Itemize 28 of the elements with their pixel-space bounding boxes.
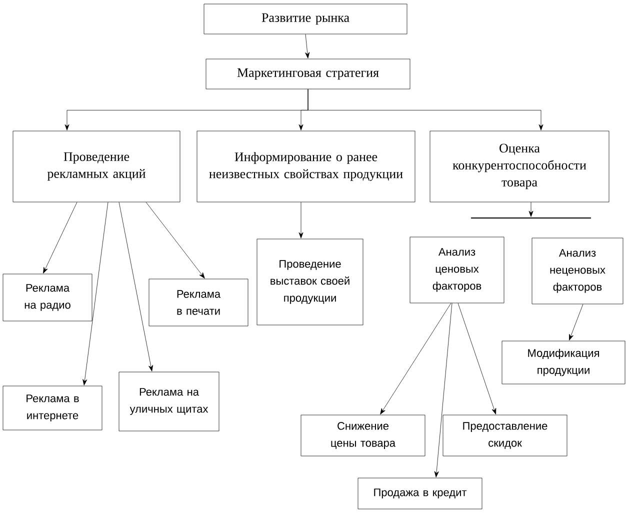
arrow [528,202,534,217]
arrow [380,303,452,414]
process-box: Предоставление скидок [442,414,568,456]
process-box: Снижение цены товара [300,414,426,456]
arrow [308,89,544,130]
arrow [146,202,205,279]
arrow [458,303,496,414]
process-box: Проведение рекламных акций [12,130,180,202]
arrow [434,303,452,478]
process-box: Реклама на уличных щитах [118,372,220,432]
process-box: Анализ ценовых факторов [410,236,504,304]
process-box: Маркетинговая стратегия [206,58,410,90]
process-box: Продажа в кредит [358,478,482,510]
arrow [569,304,584,340]
process-box: Проведение выставок своей продукции [256,238,364,326]
arrow [305,34,310,58]
arrow [118,202,154,372]
process-box: Развитие рынка [204,4,408,34]
process-box: Реклама на радио [2,274,92,322]
process-box: Информирование о ранее неизвестных свойствах продукции [196,130,416,202]
process-box: Анализ неценовых факторов [532,238,624,304]
process-box: Модификация продукции [502,340,626,384]
process-box: Реклама в печати [148,278,248,326]
process-box: Реклама в интернете [2,386,102,430]
process-box: Оценка конкурентоспособности товара [430,130,610,202]
arrow [43,202,78,274]
arrow [298,202,304,238]
arrow [82,202,108,386]
